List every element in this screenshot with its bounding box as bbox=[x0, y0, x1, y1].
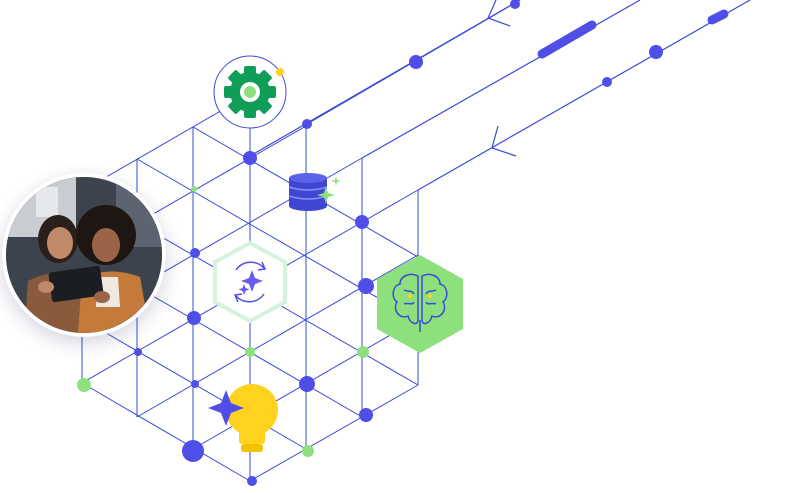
sparkle-cycle-icon bbox=[233, 261, 267, 303]
data-stream-lines bbox=[249, 0, 751, 191]
idea-node bbox=[208, 384, 278, 452]
brain-node bbox=[377, 255, 463, 353]
lightbulb-icon bbox=[226, 384, 278, 452]
grid-dots-green bbox=[77, 186, 369, 457]
sparkle-icon bbox=[317, 176, 341, 204]
stream-pills bbox=[537, 9, 729, 59]
brain-icon bbox=[392, 273, 448, 332]
database-icon bbox=[288, 173, 328, 211]
stream-dots bbox=[302, 0, 663, 129]
photo-frame bbox=[2, 173, 166, 337]
people-photo bbox=[6, 177, 162, 333]
ai-cycle-node bbox=[213, 240, 287, 324]
sparkle-icon bbox=[208, 390, 244, 426]
database-node bbox=[288, 173, 341, 211]
grid-dots-blue bbox=[134, 151, 374, 486]
stream-arrows bbox=[487, 0, 517, 157]
gear-icon bbox=[224, 66, 276, 118]
settings-gear-node bbox=[213, 55, 287, 129]
